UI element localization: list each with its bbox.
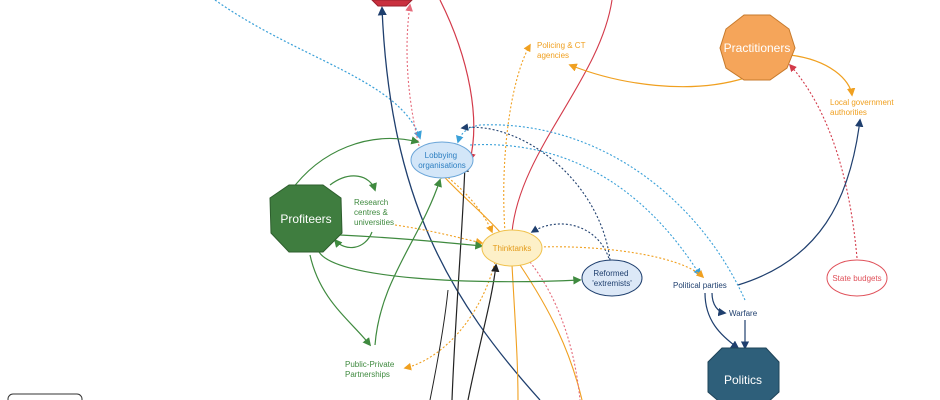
edge-top-to-lobbying-red [439,0,476,162]
profiteers-shape [269,184,343,253]
edge-ppp-to-lobbying [374,178,442,346]
edge-thinktanks-to-lobbying [439,170,501,233]
ppp-label: Public-Private Partnerships [345,360,397,379]
edge-reformed-to-lobbying [460,123,611,261]
edge-loop-to-lobbying [455,124,746,301]
edge-thinktanks-to-policing [503,43,531,233]
political-parties-label: Political parties [673,281,727,290]
edge-profiteers-to-lobbying [289,136,420,193]
politics-node[interactable]: Politics [707,347,780,400]
local-gov-label: Local government authorities [830,98,896,117]
lobbying-node[interactable]: Lobbying organisations [410,141,474,179]
edge-lobbying-to-parties [469,144,701,277]
profiteers-label: Profiteers [280,212,331,226]
edge-thinktanks-down-pink [529,261,581,400]
policing-label: Policing & CT agencies [537,41,588,60]
edge-practitioners-to-localgov [789,54,856,97]
edge-parties-to-politics [704,292,740,349]
warfare-label: Warfare [729,309,758,318]
practitioners-shape [719,14,796,81]
edge-bottom-to-top-navy [377,6,541,400]
practitioners-label: Practitioners [724,41,791,55]
state-budgets-label: State budgets [832,274,881,283]
politics-label: Politics [724,373,762,387]
state-budgets-shape [826,259,888,297]
bottom-left-box-partial [7,393,83,400]
edge-profiteers-to-thinktanks [339,234,484,250]
edge-practitioners-to-policing [568,63,746,88]
research-label: Research centres & universities [354,198,394,227]
edge-lobbying-to-top [405,3,421,151]
edge-profiteers-to-ppp [309,254,372,347]
edge-profiteers-to-research [329,175,377,192]
lobbying-shape [410,141,474,179]
edge-profiteers-to-reformed [317,249,582,285]
top-red-node-partial [371,0,413,7]
edge-bottom-to-thinktanks-black-2 [429,289,449,400]
profiteers-node[interactable]: Profiteers [269,184,343,253]
edge-research-to-profiteers [333,231,373,249]
lobbying-label: Lobbying organisations [418,151,466,170]
thinktanks-node[interactable]: Thinktanks [481,229,543,267]
state-budgets-node[interactable]: State budgets [826,259,888,297]
edge-research-to-thinktanks [394,224,484,246]
edge-budgets-to-practitioners [788,63,858,259]
reformed-shape [581,259,643,297]
edge-reformed-to-thinktanks [530,223,611,263]
reformed-node[interactable]: Reformed 'extremists' [581,259,643,297]
edge-parties-to-localgov [737,118,864,286]
edge-bottom-to-thinktanks-black [467,263,500,400]
thinktanks-shape [481,229,543,267]
reformed-label: Reformed 'extremists' [592,269,632,288]
thinktanks-label: Thinktanks [493,244,532,253]
edge-thinktanks-down-2 [519,264,583,400]
edge-thinktanks-down-1 [511,264,519,400]
edge-lobbying-to-thinktanks [444,174,494,234]
politics-shape [707,347,780,400]
practitioners-node[interactable]: Practitioners [719,14,796,81]
edge-parties-to-warfare [711,292,727,317]
edge-top-left-to-lobbying [214,0,422,140]
edge-thinktanks-to-top-red [511,0,613,233]
edge-bottom-to-lobbying-black [451,163,469,400]
